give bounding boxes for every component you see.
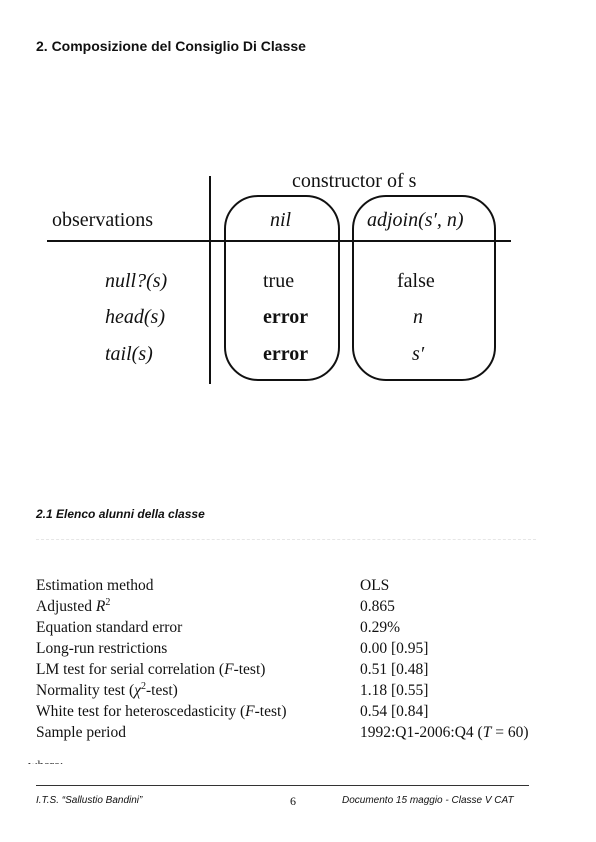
page-number: 6 xyxy=(290,794,296,808)
table-vertical-rule xyxy=(209,176,211,384)
stat-label: Estimation method xyxy=(36,577,154,594)
row-obs-null: null?(s) xyxy=(105,270,168,292)
label-variable: F xyxy=(224,661,234,678)
value-variable: T xyxy=(482,724,492,741)
label-text: -test) xyxy=(233,661,266,678)
stat-label: White test for heteroscedasticity (F-tes… xyxy=(36,703,287,721)
row-adjoin-tail: s′ xyxy=(412,343,425,365)
label-text: LM test for serial correlation ( xyxy=(36,661,225,678)
label-text: White test for heteroscedasticity ( xyxy=(36,703,246,720)
footer-school: I.T.S. “Sallustio Bandini” xyxy=(36,795,143,806)
stat-value: 0.00 [0.95] xyxy=(360,640,429,657)
row-obs-head: head(s) xyxy=(105,306,165,328)
row-obs-tail: tail(s) xyxy=(105,343,153,365)
label-variable: R xyxy=(95,598,106,615)
stat-label: Sample period xyxy=(36,724,126,741)
stat-label: Normality test (χ2-test) xyxy=(36,680,178,700)
label-variable: χ xyxy=(134,682,141,699)
column-adjoin: adjoin(s′, n) xyxy=(367,209,464,231)
label-text: -test) xyxy=(145,682,178,699)
faint-divider xyxy=(36,539,536,541)
stat-value: 0.51 [0.48] xyxy=(360,661,429,678)
row-adjoin-null: false xyxy=(397,270,435,292)
adjoin-column-outline xyxy=(352,195,496,381)
stat-value: OLS xyxy=(360,577,390,594)
label-superscript: 2 xyxy=(105,596,111,608)
stat-value: 0.865 xyxy=(360,598,395,615)
trailing-text: where: xyxy=(28,756,63,764)
row-nil-head: error xyxy=(263,306,309,328)
stat-value: 1.18 [0.55] xyxy=(360,682,429,699)
label-variable: F xyxy=(245,703,255,720)
row-nil-tail: error xyxy=(263,343,309,365)
stat-label: Equation standard error xyxy=(36,619,183,636)
stat-label: Adjusted R2 xyxy=(36,596,111,616)
column-nil: nil xyxy=(270,209,292,231)
stat-value: 1992:Q1-2006:Q4 (T = 60) xyxy=(360,724,528,742)
row-adjoin-head: n xyxy=(413,306,423,328)
value-text: 1992:Q1-2006:Q4 ( xyxy=(360,724,483,741)
constructor-header: constructor of s xyxy=(292,170,417,192)
footer-document: Documento 15 maggio - Classe V CAT xyxy=(342,795,514,806)
label-superscript: 2 xyxy=(140,680,146,692)
label-text: Adjusted xyxy=(36,598,96,615)
section-heading: 2. Composizione del Consiglio Di Classe xyxy=(36,38,306,54)
row-nil-null: true xyxy=(263,270,295,292)
value-text: = 60) xyxy=(491,724,529,741)
stat-value: 0.54 [0.84] xyxy=(360,703,429,720)
stat-value: 0.29% xyxy=(360,619,401,636)
footer-rule xyxy=(36,785,529,786)
subsection-heading: 2.1 Elenco alunni della classe xyxy=(36,507,205,521)
label-text: Normality test ( xyxy=(36,682,135,699)
stat-label: LM test for serial correlation (F-test) xyxy=(36,661,265,679)
table-horizontal-rule xyxy=(47,240,511,242)
stat-label: Long-run restrictions xyxy=(36,640,168,657)
nil-column-outline xyxy=(224,195,340,381)
observations-label: observations xyxy=(52,209,154,231)
label-text: -test) xyxy=(254,703,287,720)
